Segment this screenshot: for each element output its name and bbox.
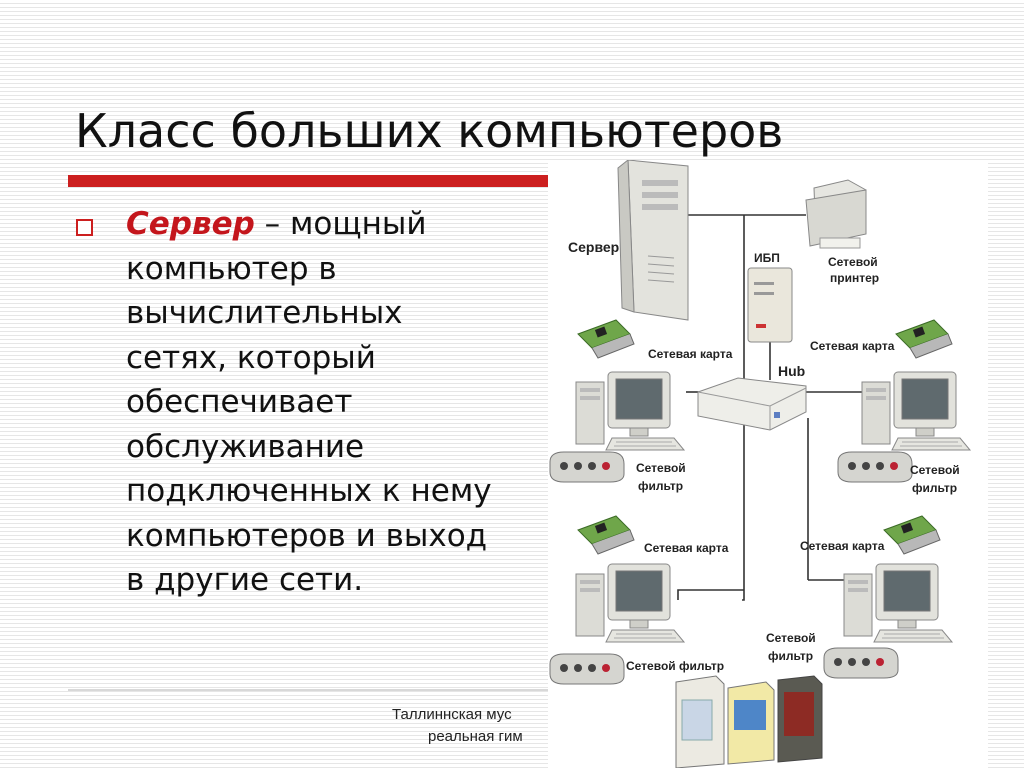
computer-icon-tl	[575, 371, 685, 451]
label-filter-tr-2: фильтр	[912, 481, 957, 495]
term-server: Сервер	[126, 206, 255, 242]
label-card-bl: Сетевая карта	[644, 541, 729, 555]
label-card-tl: Сетевая карта	[648, 347, 733, 361]
title-underline-bar	[68, 175, 548, 187]
label-filter-tr-1: Сетевой	[910, 463, 960, 477]
body-paragraph: Сервер – мощный компьютер в вычислительн…	[126, 202, 506, 603]
computer-icon-bl	[575, 563, 685, 643]
label-filter-tl-1: Сетевой	[636, 461, 686, 475]
label-printer-2: принтер	[830, 271, 879, 285]
label-filter-br-1: Сетевой	[766, 631, 816, 645]
software-boxes-icon	[675, 675, 823, 768]
network-card-icon-tr	[895, 319, 953, 359]
footer-divider	[68, 689, 548, 691]
power-filter-icon-bl	[549, 653, 625, 685]
computer-icon-br	[843, 563, 953, 643]
definition-text: – мощный компьютер в вычислительных сетя…	[126, 206, 492, 598]
footer: Таллиннская мус реальная гим	[340, 704, 548, 756]
network-card-icon-tl	[577, 319, 635, 359]
label-printer-1: Сетевой	[828, 255, 878, 269]
label-server: Сервер	[568, 239, 619, 255]
network-card-icon-bl	[577, 515, 635, 555]
network-card-icon-br	[883, 515, 941, 555]
label-card-tr: Сетевая карта	[810, 339, 895, 353]
power-filter-icon-br	[823, 647, 899, 679]
power-filter-icon-tl	[549, 451, 625, 483]
label-filter-br-2: фильтр	[768, 649, 813, 663]
label-card-br: Сетевая карта	[800, 539, 885, 553]
label-filter-tl-2: фильтр	[638, 479, 683, 493]
footer-line-2: реальная гим	[428, 728, 523, 745]
printer-icon	[805, 179, 867, 249]
server-icon	[617, 160, 689, 321]
label-ups: ИБП	[754, 251, 780, 265]
footer-line-1: Таллиннская мус	[392, 706, 512, 723]
label-hub: Hub	[778, 363, 805, 379]
network-diagram: Сервер Сетевой принтер ИБП Hub Сетевая к…	[548, 160, 988, 768]
hub-icon	[697, 377, 807, 431]
square-bullet-icon	[76, 219, 93, 236]
power-filter-icon-tr	[837, 451, 913, 483]
slide-title: Класс больших компьютеров	[75, 104, 784, 158]
ups-icon	[747, 267, 793, 343]
computer-icon-tr	[861, 371, 971, 451]
label-filter-bl: Сетевой фильтр	[626, 659, 724, 673]
